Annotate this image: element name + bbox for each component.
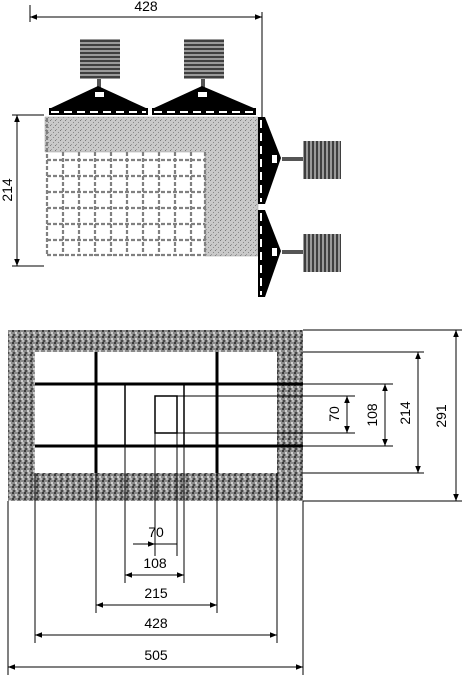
dim-h-108: 108 (143, 555, 167, 571)
grid-area (45, 118, 207, 257)
dim-v-291: 291 (433, 404, 449, 428)
dim-v-214: 214 (397, 401, 413, 425)
bottom-view: 70 108 214 291 70 108 (7, 329, 462, 675)
dim-h-215: 215 (144, 585, 168, 601)
side-unit-upper (258, 117, 341, 204)
textured-area (44, 116, 259, 257)
outer-frame (8, 330, 303, 501)
side-unit-lower (258, 210, 341, 297)
horizontal-dimensions: 70 108 215 428 505 (7, 433, 304, 675)
top-width-label: 428 (134, 0, 158, 14)
top-unit-left (49, 39, 148, 115)
dim-v-70: 70 (326, 406, 342, 422)
dim-h-505: 505 (144, 647, 168, 663)
top-height-dimension: 214 (0, 114, 44, 267)
dim-h-428: 428 (144, 615, 168, 631)
top-view: 428 214 (0, 0, 341, 297)
dim-v-108: 108 (364, 403, 380, 427)
top-width-dimension: 428 (29, 0, 262, 22)
top-unit-right (152, 39, 256, 115)
top-height-label: 214 (0, 178, 15, 202)
vertical-dimensions: 70 108 214 291 (177, 329, 462, 502)
dim-h-70: 70 (148, 524, 164, 540)
inner-structure (35, 352, 303, 473)
